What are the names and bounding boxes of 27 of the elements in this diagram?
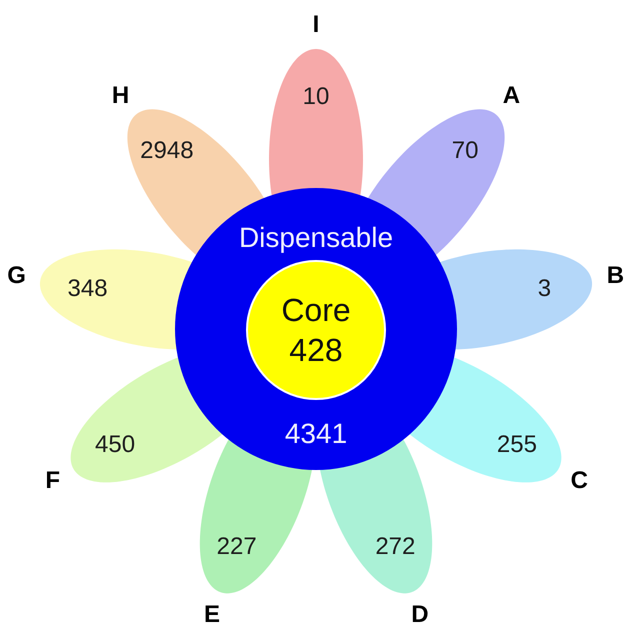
set-letter: I — [312, 12, 320, 38]
petal — [269, 49, 363, 198]
set-letter: B — [606, 263, 624, 290]
set-letter: F — [45, 468, 60, 494]
count-label: 255 — [496, 432, 537, 458]
count-label: 2948 — [140, 138, 194, 164]
set-letter: G — [7, 263, 26, 290]
count-label: 272 — [375, 534, 416, 560]
petal — [438, 249, 593, 350]
count-label: 70 — [452, 138, 478, 164]
circle-title: Core — [281, 291, 351, 330]
set-letter: A — [502, 82, 520, 110]
count-label: 4341 — [284, 418, 348, 450]
set-letter: E — [204, 601, 220, 628]
count-label: 428 — [289, 331, 343, 370]
count-label: 3 — [538, 276, 552, 302]
circle-title: Dispensable — [238, 222, 394, 254]
set-letter: H — [112, 82, 130, 110]
count-label: 227 — [216, 534, 257, 560]
count-label: 10 — [302, 84, 330, 110]
petal — [39, 249, 194, 350]
petal — [408, 356, 562, 483]
count-label: 348 — [68, 276, 108, 302]
petal — [70, 356, 224, 483]
set-letter: D — [411, 601, 429, 628]
count-label: 450 — [95, 432, 136, 458]
set-letter: C — [570, 468, 588, 494]
